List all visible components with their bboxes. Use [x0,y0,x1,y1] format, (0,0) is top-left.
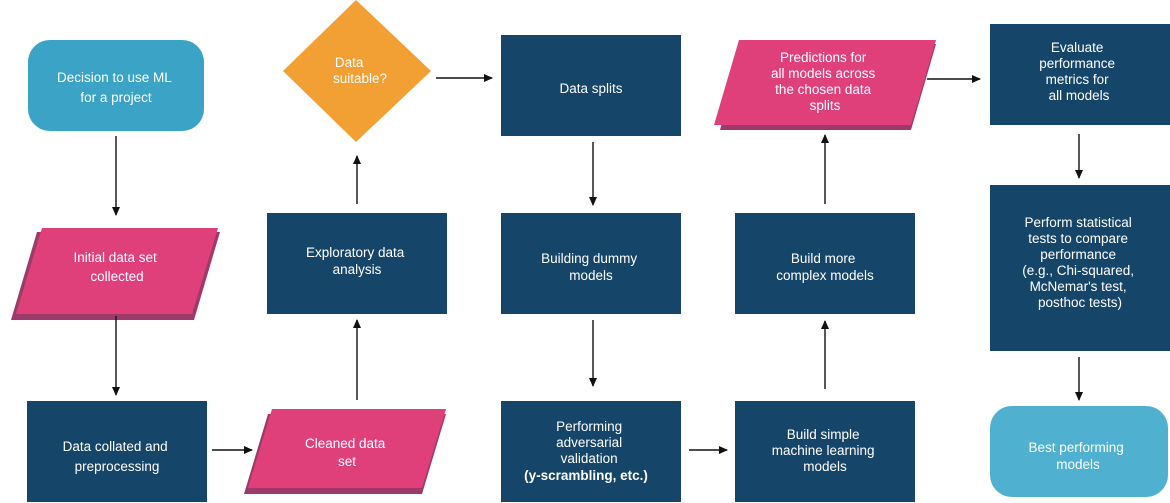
simple-models-node: Build simple machine learning models [735,401,915,502]
exploratory-node: Exploratory data analysis [267,213,447,314]
complex-models-label: Build more complex models [776,251,874,283]
complex-models-node: Build more complex models [735,213,915,314]
statistical-tests-node: Perform statistical tests to compare per… [990,185,1170,351]
best-models-node: Best performing models [990,406,1168,497]
best-models-label: Best performing models [1028,440,1127,472]
decision-node: Decision to use ML for a project [28,40,204,131]
exploratory-label: Exploratory data analysis [306,245,408,277]
initial-data-label: Initial data set collected [73,250,160,284]
initial-data-node: Initial data set collected [11,228,220,320]
collated-node: Data collated and preprocessing [27,401,207,502]
suitable-decision-node: Data suitable? [283,0,431,142]
data-splits-node: Data splits [501,35,681,136]
collated-label: Data collated and preprocessing [63,439,172,474]
statistical-tests-label: Perform statistical tests to compare per… [1022,215,1138,310]
cleaned-data-label: Cleaned data set [305,436,389,469]
simple-models-label: Build simple machine learning models [772,427,879,474]
predictions-label: Predictions for all models across the ch… [771,50,879,113]
decision-label: Decision to use ML for a project [57,70,175,105]
evaluate-metrics-node: Evaluate performance metrics for all mod… [990,24,1170,125]
suitable-label: Data suitable? [333,55,387,86]
evaluate-metrics-label: Evaluate performance metrics for all mod… [1039,40,1119,103]
dummy-models-label: Building dummy models [541,251,641,283]
adversarial-validation-node: Performing adversarial validation (y-scr… [501,401,681,502]
dummy-models-node: Building dummy models [501,213,681,314]
cleaned-data-node: Cleaned data set [244,409,446,494]
adversarial-validation-label: Performing adversarial validation (y-scr… [524,419,648,483]
predictions-node: Predictions for all models across the ch… [714,40,936,130]
data-splits-label: Data splits [559,81,622,96]
